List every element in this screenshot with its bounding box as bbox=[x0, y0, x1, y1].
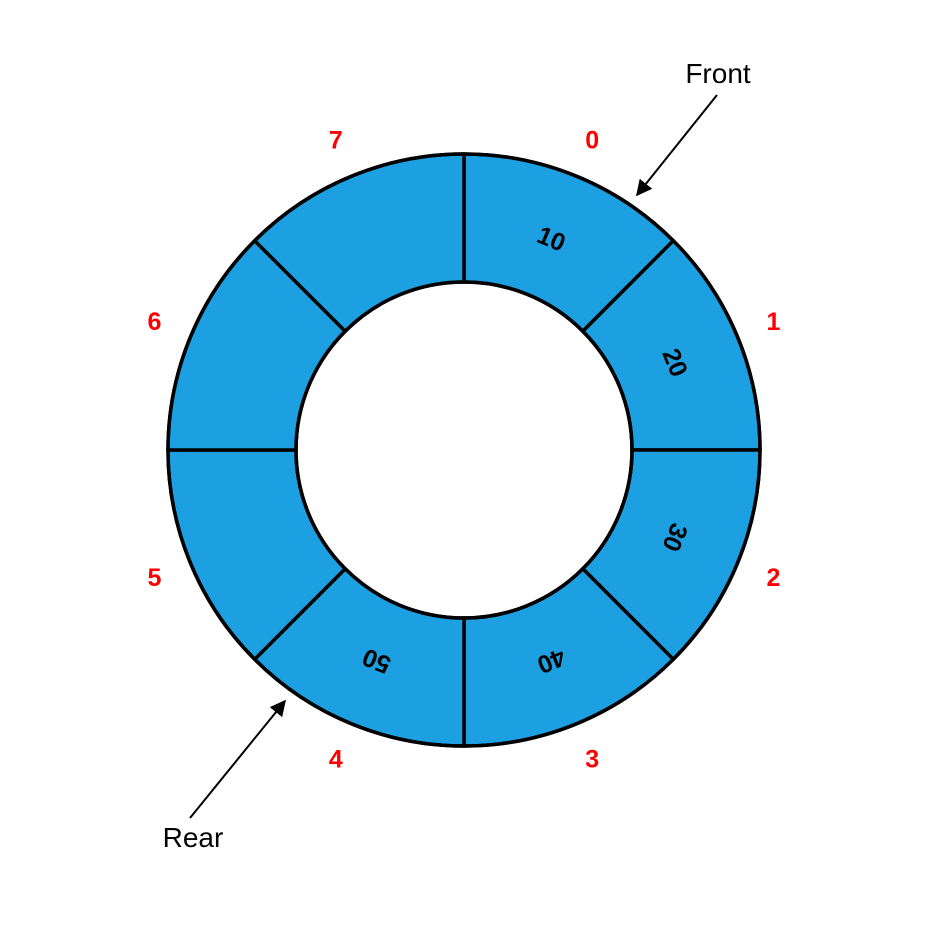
queue-ring bbox=[166, 152, 762, 748]
front-arrow bbox=[636, 94, 718, 197]
rear-arrow bbox=[189, 699, 287, 819]
rear-label: Rear bbox=[163, 822, 224, 853]
slot-indices: 0 1 2 3 4 5 6 7 bbox=[148, 127, 781, 774]
slot-index-4: 4 bbox=[329, 746, 343, 774]
rear-pointer: Rear bbox=[163, 699, 287, 853]
slot-index-5: 5 bbox=[148, 564, 162, 592]
slot-index-2: 2 bbox=[767, 564, 781, 592]
slot-index-6: 6 bbox=[148, 308, 162, 336]
front-label: Front bbox=[685, 58, 751, 89]
slot-index-3: 3 bbox=[585, 746, 599, 774]
slot-index-7: 7 bbox=[329, 127, 343, 155]
slot-index-1: 1 bbox=[767, 308, 781, 336]
ring-outer-edge bbox=[166, 152, 762, 748]
slot-index-0: 0 bbox=[585, 127, 599, 155]
front-pointer: Front bbox=[636, 58, 751, 197]
ring-inner-edge bbox=[294, 280, 634, 620]
